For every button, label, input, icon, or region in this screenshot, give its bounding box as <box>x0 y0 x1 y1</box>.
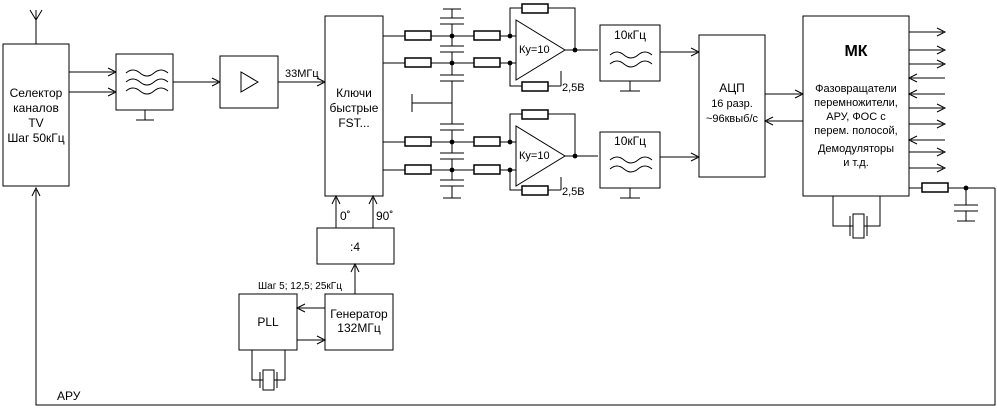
rf-amplifier-block <box>219 55 279 109</box>
phase-90-label: 90˚ <box>376 209 393 223</box>
fast-switches-block: Ключи быстрые FST... <box>324 15 384 197</box>
divider-label: :4 <box>350 240 360 254</box>
agc-label: АРУ <box>57 389 81 403</box>
mc-line-3: АРУ, ФОС с <box>826 111 886 123</box>
top-amplifier-block: Ку=10 2,5В <box>509 3 598 94</box>
top-lpf-label: 10кГц <box>614 28 646 42</box>
bottom-lowpass-filter-block: 10кГц <box>599 131 661 199</box>
adc-line-1: АЦП <box>719 81 745 95</box>
antenna-icon <box>29 9 43 44</box>
bottom-channel-rc-network <box>383 113 520 199</box>
bottom-vref-label: 2,5В <box>562 186 585 198</box>
divider-to-keys-arrows <box>331 194 378 228</box>
keys-line-2: быстрые <box>330 101 379 115</box>
top-lowpass-filter-block: 10кГц <box>599 24 661 92</box>
mc-line-1: Фазовращатели <box>815 83 897 95</box>
divider-block: :4 <box>316 227 395 265</box>
if-frequency-label: 33МГц <box>285 68 319 80</box>
pll-label: PLL <box>257 315 279 329</box>
top-amp-gain-label: Ку=10 <box>519 44 550 56</box>
generator-line-1: Генератор <box>330 307 388 321</box>
bottom-amplifier-block: Ку=10 2,5В <box>509 109 598 198</box>
selector-line-2: каналов <box>13 101 59 115</box>
mc-line-2: перемножители, <box>814 97 898 109</box>
mc-io-arrows <box>907 27 947 173</box>
top-channel-rc-network <box>383 8 520 113</box>
generator-block: Генератор 132МГц <box>324 293 394 351</box>
mc-crystal-icon <box>832 196 881 239</box>
arrow-head-icon <box>350 262 360 273</box>
phase-0-label: 0˚ <box>340 209 351 223</box>
keys-line-1: Ключи <box>336 86 372 100</box>
ground-icon <box>411 94 452 112</box>
pll-block: PLL <box>238 293 298 351</box>
agc-rc-filter <box>909 182 995 222</box>
selector-line-3: TV <box>28 116 43 130</box>
adc-block: АЦП 16 разр. ~96квыб/с <box>698 34 766 178</box>
generator-line-2: 132МГц <box>337 321 381 335</box>
selector-to-filter-arrows <box>69 67 118 97</box>
channel-selector-block: Селектор каналов TV Шаг 50кГц <box>2 43 70 187</box>
adc-line-2: 16 разр. <box>711 98 753 110</box>
adc-mc-links <box>763 89 805 126</box>
pll-step-label: Шаг 5; 12,5; 25кГц <box>258 281 342 292</box>
mc-title: МК <box>844 43 867 60</box>
bottom-lpf-label: 10кГц <box>614 134 646 148</box>
bandpass-filter-block <box>115 53 174 121</box>
microcontroller-block: МК Фазовращатели перемножители, АРУ, ФОС… <box>802 15 910 197</box>
selector-line-4: Шаг 50кГц <box>7 131 64 145</box>
bottom-amp-gain-label: Ку=10 <box>519 150 550 162</box>
adc-line-3: ~96квыб/с <box>706 113 759 125</box>
pll-generator-links <box>295 303 327 345</box>
keys-line-3: FST... <box>338 116 369 130</box>
pll-crystal-icon <box>251 350 286 391</box>
selector-line-1: Селектор <box>10 86 63 100</box>
mc-line-4: перем. полосой, <box>814 125 897 137</box>
mc-line-5: Демодуляторы <box>818 143 894 155</box>
mc-line-6: и т.д. <box>843 157 869 169</box>
top-vref-label: 2,5В <box>562 82 585 94</box>
agc-feedback-line <box>31 186 996 406</box>
